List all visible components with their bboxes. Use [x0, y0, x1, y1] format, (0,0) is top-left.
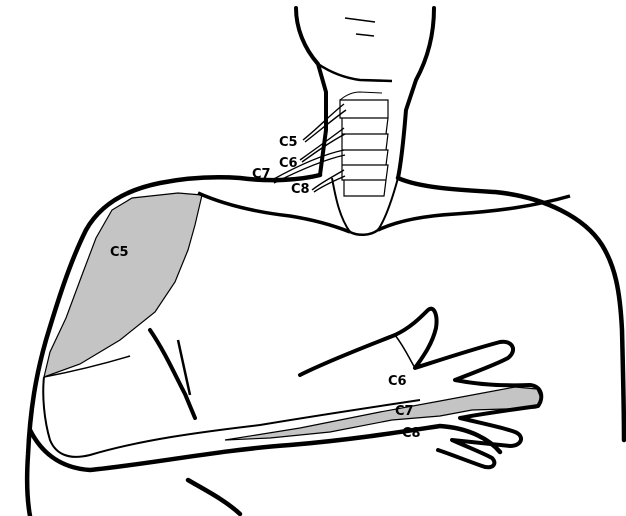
neck-left-outline — [296, 8, 326, 175]
shoulder-dermatome-label: C5 — [110, 245, 129, 260]
forearm-lower-outline — [30, 426, 500, 470]
neck-label-c8: C8 — [291, 182, 310, 197]
cervical-spine — [340, 92, 388, 196]
middle-finger-dermatome-label: C7 — [395, 404, 414, 419]
thumb-dermatome-label: C6 — [388, 374, 407, 389]
neck-label-c6: C6 — [279, 156, 298, 171]
neck-right-outline — [398, 8, 434, 178]
left-clavicle — [198, 193, 350, 232]
jugular-notch — [350, 230, 378, 235]
little-finger-dermatome-label: C8 — [402, 426, 421, 441]
thumb-inner-line — [395, 335, 415, 368]
elbow-fold — [150, 330, 195, 418]
chin-mark — [345, 18, 375, 36]
lower-arm-line — [188, 480, 240, 514]
jaw-line — [318, 64, 392, 81]
c5-shoulder-dermatome — [44, 193, 202, 377]
neck-label-c5: C5 — [279, 135, 298, 150]
hand-outline — [300, 309, 541, 468]
neck-label-c7: C7 — [252, 167, 271, 182]
